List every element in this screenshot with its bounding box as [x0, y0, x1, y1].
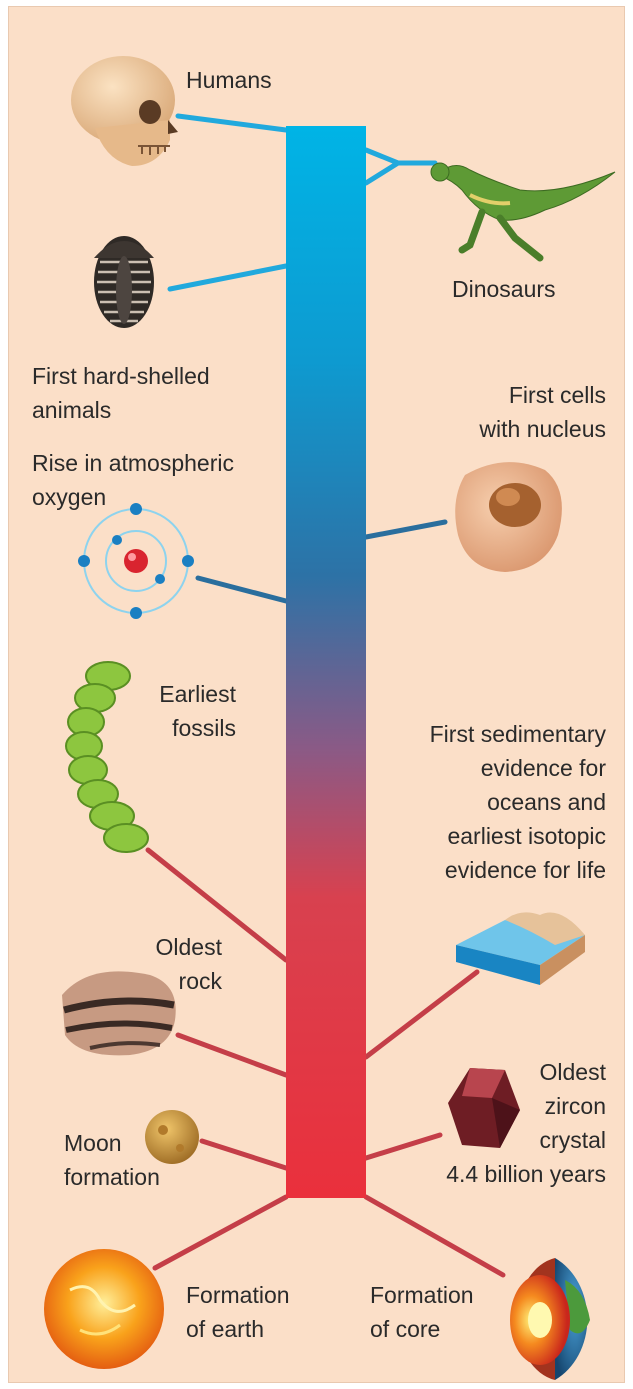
skull-icon — [71, 56, 178, 166]
label-first-cells-with-nucleus: First cells with nucleus — [430, 378, 606, 446]
label-humans: Humans — [186, 63, 272, 97]
label-formation-of-earth: Formation of earth — [186, 1278, 290, 1346]
label-oldest-zircon-crystal: Oldest zircon crystal 4.4 billion years — [396, 1055, 606, 1191]
label-dinosaurs: Dinosaurs — [452, 272, 556, 306]
molten-earth-icon — [44, 1249, 164, 1369]
label-first-sedimentary-evidence: First sedimentary evidence for oceans an… — [386, 717, 606, 887]
connector-sedimentary — [366, 972, 477, 1057]
connector-earth — [155, 1197, 286, 1268]
label-oldest-rock: Oldest rock — [110, 930, 222, 998]
connector-oxygen — [198, 578, 286, 601]
connector-hard-shelled — [170, 266, 286, 289]
label-earliest-fossils: Earliest fossils — [120, 677, 236, 745]
connector-core — [366, 1197, 503, 1275]
atom-icon — [78, 503, 194, 619]
timeline-bar — [286, 126, 366, 1198]
dinosaur-icon — [431, 163, 615, 258]
label-moon-formation: Moon formation — [64, 1126, 160, 1194]
connector-oldest-rock — [178, 1035, 286, 1075]
cell-icon — [455, 462, 562, 572]
earth-core-icon — [510, 1258, 590, 1380]
trilobite-icon — [94, 236, 154, 328]
label-first-hard-shelled-animals: First hard-shelled animals — [32, 359, 210, 427]
label-formation-of-core: Formation of core — [370, 1278, 474, 1346]
connector-moon — [202, 1141, 286, 1168]
connector-dinosaurs — [366, 150, 435, 183]
connector-cells-nucleus — [366, 522, 445, 537]
label-rise-in-atmospheric-oxygen: Rise in atmospheric oxygen — [32, 446, 234, 514]
connector-humans — [178, 116, 286, 130]
